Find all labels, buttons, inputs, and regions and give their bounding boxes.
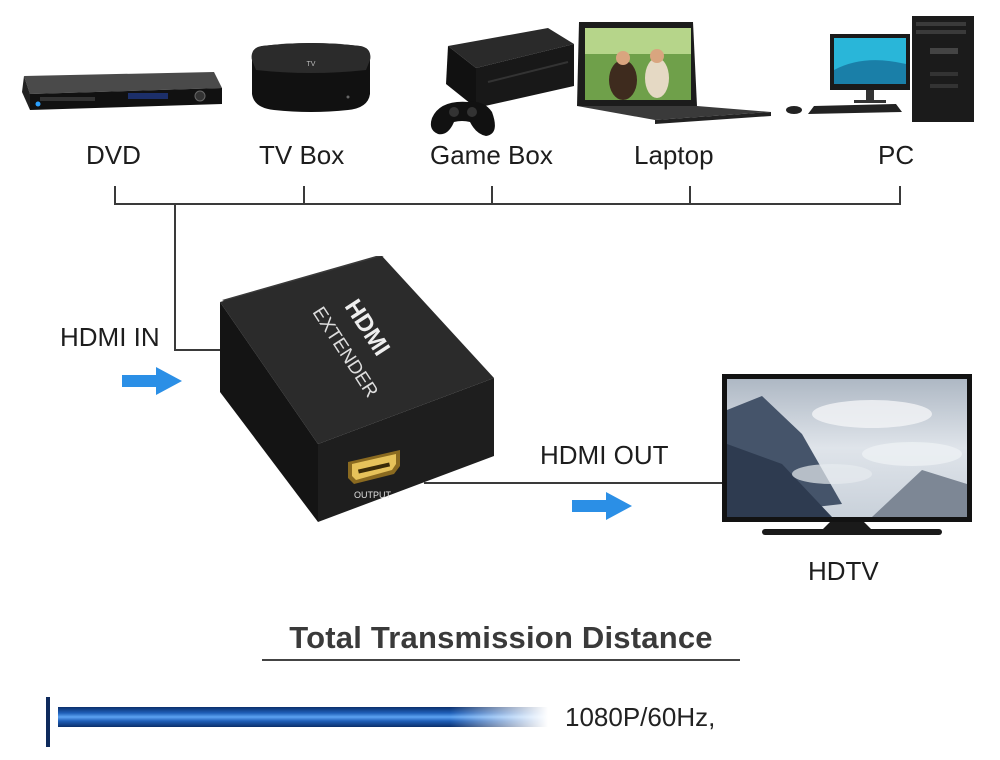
game-console-icon bbox=[428, 22, 576, 145]
output-port-label: OUTPUT bbox=[354, 490, 392, 500]
desktop-pc-icon bbox=[784, 14, 982, 131]
source-label-laptop: Laptop bbox=[634, 140, 714, 170]
hdmi-port-icon bbox=[348, 450, 400, 484]
title-underline bbox=[262, 659, 740, 661]
tick-laptop bbox=[689, 186, 691, 204]
hdmi-in-connector-line bbox=[174, 349, 222, 351]
source-label-dvd: DVD bbox=[86, 140, 141, 170]
distance-bar bbox=[58, 707, 548, 727]
source-bus-line bbox=[114, 203, 901, 205]
tick-gamebox bbox=[491, 186, 493, 204]
laptop-icon bbox=[575, 20, 775, 129]
hdtv-icon bbox=[722, 374, 972, 535]
arrow-right-icon bbox=[122, 367, 182, 395]
source-label-gamebox: Game Box bbox=[430, 140, 553, 170]
dvd-player-icon bbox=[18, 62, 223, 119]
source-label-tvbox: TV Box bbox=[259, 140, 345, 170]
hdmi-in-label: HDMI IN bbox=[60, 322, 160, 352]
hdmi-in-drop-line bbox=[174, 204, 176, 351]
svg-text:TV: TV bbox=[307, 61, 316, 68]
distance-start-marker bbox=[46, 697, 50, 747]
hdmi-out-line bbox=[424, 482, 724, 484]
hdmi-out-label: HDMI OUT bbox=[540, 440, 669, 470]
tick-pc bbox=[899, 186, 901, 204]
tick-tvbox bbox=[303, 186, 305, 204]
tick-dvd bbox=[114, 186, 116, 204]
arrow-right-icon bbox=[572, 492, 632, 520]
hdtv-label: HDTV bbox=[808, 556, 879, 586]
distance-spec-label: 1080P/60Hz, bbox=[565, 702, 716, 732]
source-label-pc: PC bbox=[878, 140, 915, 170]
tv-box-icon: TV bbox=[248, 42, 374, 123]
hdmi-extender-device: HDMI EXTENDER OUTPUT bbox=[220, 256, 494, 522]
distance-title: Total Transmission Distance bbox=[289, 620, 713, 655]
